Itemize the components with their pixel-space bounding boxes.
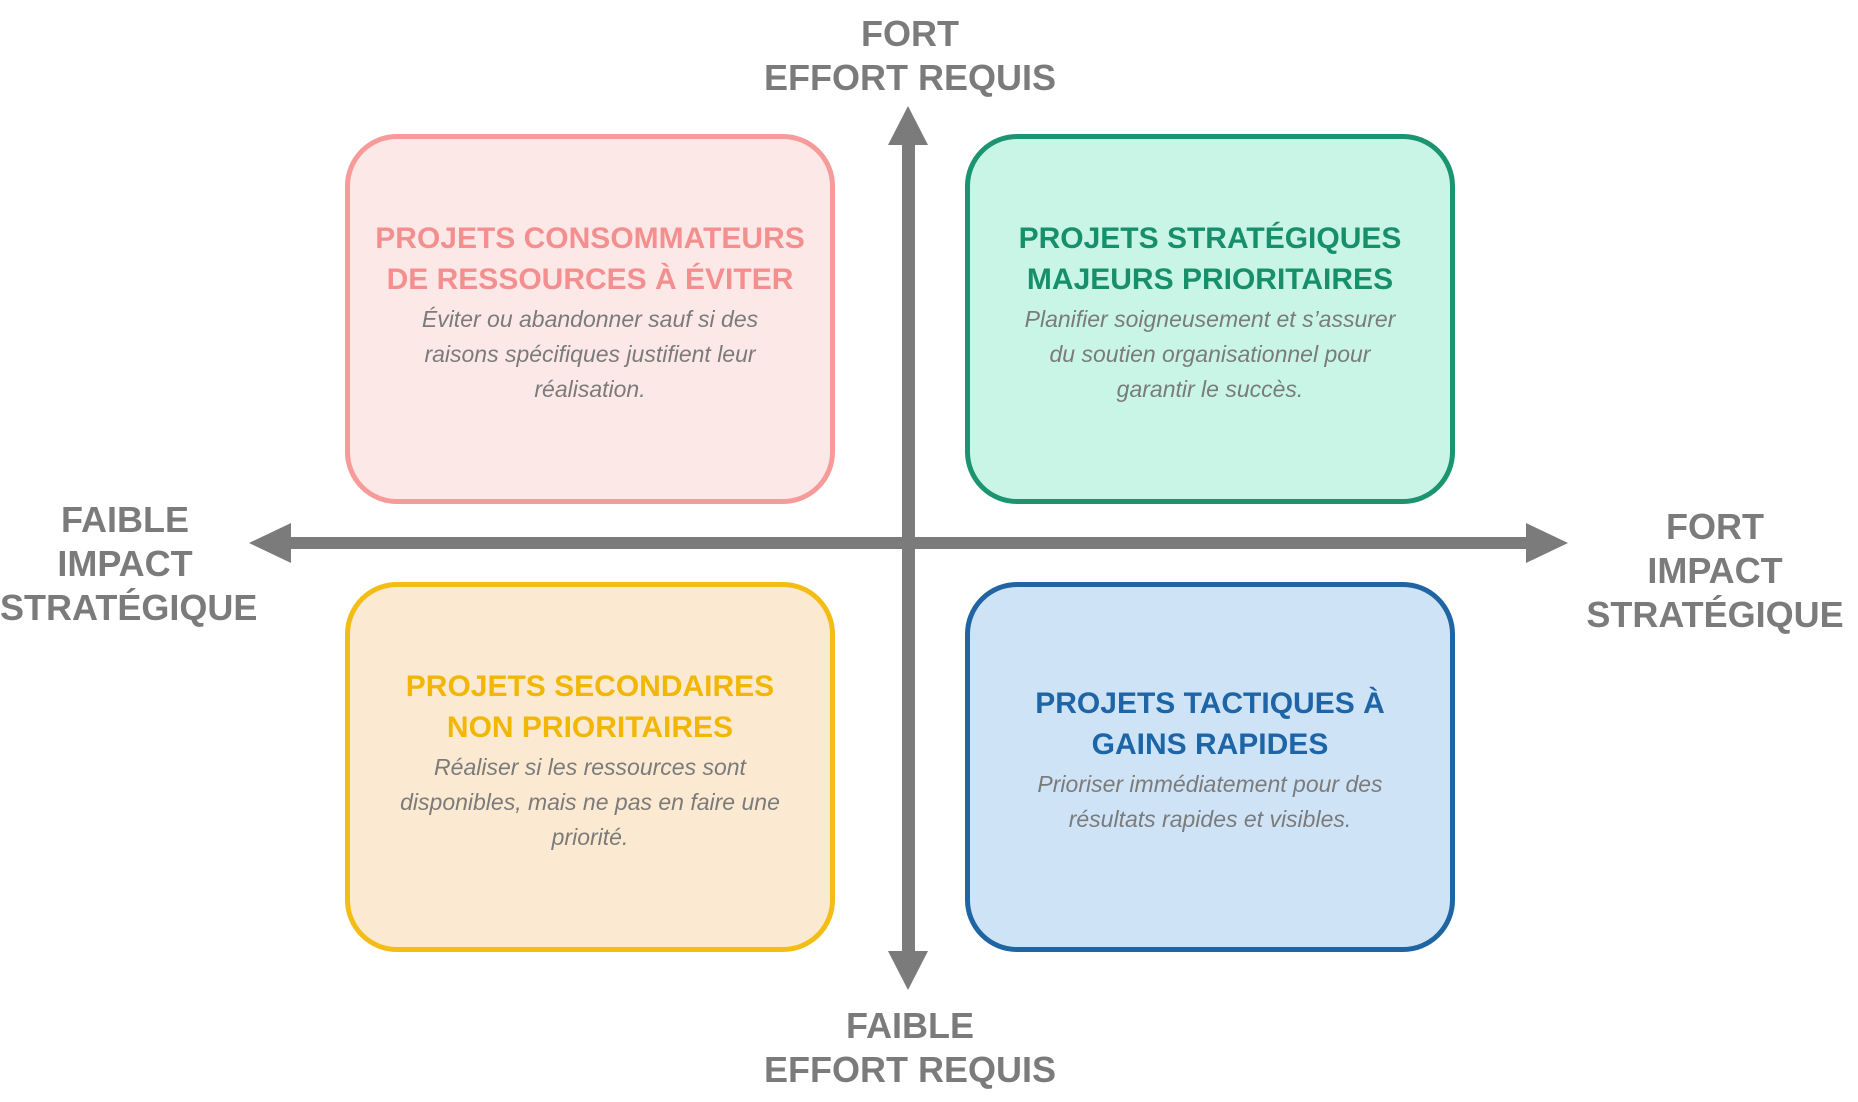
quadrant-title-line: NON PRIORITAIRES <box>446 710 734 744</box>
axis-label-top-line2: EFFORT REQUIS <box>763 57 1056 98</box>
quadrant-description-line: Éviter ou abandonner sauf si des <box>421 305 759 332</box>
quadrant-bottom-right: PROJETS TACTIQUES À GAINS RAPIDES Priori… <box>965 582 1455 952</box>
axis-label-bottom: FAIBLE EFFORT REQUIS <box>700 1004 1120 1092</box>
quadrant-description-line: Réaliser si les ressources sont <box>434 753 746 780</box>
quadrant-title-line: MAJEURS PRIORITAIRES <box>1026 262 1394 296</box>
quadrant-description-line: disponibles, mais ne pas en faire une <box>400 788 780 815</box>
quadrant-title-line: PROJETS CONSOMMATEURS <box>375 221 805 255</box>
quadrant-description-line: réalisation. <box>534 375 646 402</box>
quadrant-bottom-left: PROJETS SECONDAIRES NON PRIORITAIRES Réa… <box>345 582 835 952</box>
arrow-left-icon <box>249 523 291 563</box>
axis-label-left-line2: IMPACT <box>57 543 193 584</box>
quadrant-title: PROJETS SECONDAIRES NON PRIORITAIRES <box>406 666 774 748</box>
quadrant-description-line: résultats rapides et visibles. <box>1068 806 1352 832</box>
quadrant-title: PROJETS CONSOMMATEURS DE RESSOURCES À ÉV… <box>375 218 804 300</box>
axis-label-right: FORT IMPACT STRATÉGIQUE <box>1580 505 1850 637</box>
quadrant-description-line: priorité. <box>551 823 629 850</box>
axis-label-left-line3: STRATÉGIQUE <box>0 587 258 628</box>
quadrant-description-line: raisons spécifiques justifient leur <box>424 340 756 367</box>
quadrant-title-line: PROJETS STRATÉGIQUES <box>1018 221 1402 255</box>
quadrant-description-line: Planifier soigneusement et s’assurer <box>1024 305 1396 332</box>
quadrant-description: Éviter ou abandonner sauf si des raisons… <box>422 302 758 407</box>
axis-label-left: FAIBLE IMPACT STRATÉGIQUE <box>0 498 258 630</box>
quadrant-top-right: PROJETS STRATÉGIQUES MAJEURS PRIORITAIRE… <box>965 134 1455 504</box>
quadrant-top-left: PROJETS CONSOMMATEURS DE RESSOURCES À ÉV… <box>345 134 835 504</box>
quadrant-description: Prioriser immédiatement pour des résulta… <box>1037 767 1382 837</box>
axis-label-right-line2: IMPACT <box>1647 550 1783 591</box>
axis-label-top: FORT EFFORT REQUIS <box>700 12 1120 100</box>
quadrant-title-line: DE RESSOURCES À ÉVITER <box>386 262 794 296</box>
arrow-down-icon <box>888 951 928 990</box>
axis-label-top-line1: FORT <box>861 13 959 54</box>
axis-label-right-line3: STRATÉGIQUE <box>1586 594 1844 635</box>
axis-label-right-line1: FORT <box>1666 506 1764 547</box>
axis-label-left-line1: FAIBLE <box>60 499 189 540</box>
quadrant-title-line: GAINS RAPIDES <box>1091 728 1329 761</box>
arrow-up-icon <box>888 106 928 145</box>
quadrant-title: PROJETS STRATÉGIQUES MAJEURS PRIORITAIRE… <box>1019 218 1402 300</box>
quadrant-title-line: PROJETS SECONDAIRES <box>405 669 775 703</box>
quadrant-description-line: du soutien organisationnel pour <box>1049 340 1371 367</box>
quadrant-description: Planifier soigneusement et s’assurer du … <box>1025 302 1396 407</box>
axis-label-bottom-line2: EFFORT REQUIS <box>763 1049 1056 1090</box>
quadrant-description-line: garantir le succès. <box>1116 375 1304 402</box>
quadrant-description: Réaliser si les ressources sont disponib… <box>400 750 780 855</box>
arrow-right-icon <box>1526 523 1568 563</box>
horizontal-axis-shaft <box>285 537 1533 549</box>
quadrant-description-line: Prioriser immédiatement pour des <box>1037 771 1383 797</box>
quadrant-title: PROJETS TACTIQUES À GAINS RAPIDES <box>1035 683 1384 765</box>
axis-label-bottom-line1: FAIBLE <box>845 1005 974 1046</box>
quadrant-title-line: PROJETS TACTIQUES À <box>1035 687 1385 720</box>
